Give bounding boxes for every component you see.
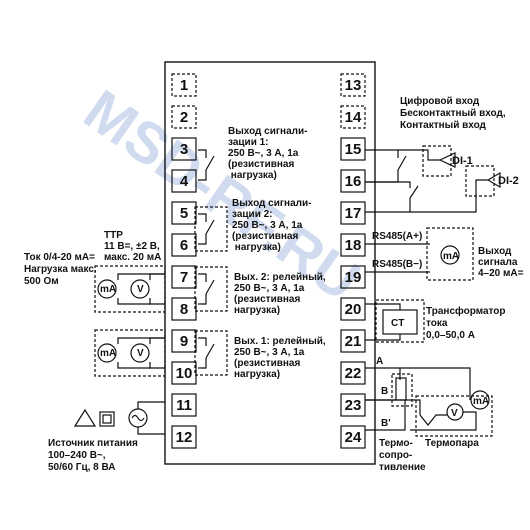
rtd-label: Термо-сопро-тивление [379,438,426,473]
terminal-label-22: 22 [345,365,362,382]
thermocouple-v-icon: V [451,408,458,419]
terminal-24 [340,425,366,449]
terminal-label-17: 17 [345,205,362,222]
terminal-16 [340,169,366,193]
terminal-3 [171,137,197,161]
digital-input-contacts [365,145,501,213]
current-transformer [365,299,425,343]
rs485a-label: RS485(A+) [372,231,422,242]
terminal-22 [340,361,366,385]
terminal-label-18: 18 [345,237,362,254]
terminal-label-14: 14 [345,109,362,126]
terminal-5 [171,201,197,225]
right-terminal-block: 13 14 15 16 17 18 19 20 21 22 23 24 [340,73,366,449]
controller-housing [164,61,376,465]
ttr-ma-icon-2: mA [100,348,116,359]
rs485-analog-wiring [365,227,474,281]
terminal-17 [340,201,366,225]
terminal-14 [340,105,366,129]
terminal-20 [340,297,366,321]
rtd-b-label: B [381,386,388,397]
rtd-b2-label: B' [381,418,391,429]
sensor-wiring [365,367,493,437]
terminal-label-7: 7 [180,269,188,286]
di1-label: DI-1 [452,155,473,167]
terminal-13 [340,73,366,97]
terminal-7 [171,265,197,289]
terminal-1 [171,73,197,97]
left-external-wiring [94,265,166,377]
watermark: MSD-RF.RU [73,77,372,313]
terminal-label-13: 13 [345,77,362,94]
terminal-18 [340,233,366,257]
rtd-a-label: A [376,356,383,367]
terminal-label-1: 1 [180,77,188,94]
out1-label: Вых. 1: релейный,250 В~, 3 А, 1а(резисти… [234,336,326,380]
terminal-10 [171,361,197,385]
terminal-label-20: 20 [345,301,362,318]
ttr-v-icon-1: V [137,284,144,295]
terminal-label-10: 10 [176,365,193,382]
alarm1-label: Выход сигнали-зации 1:250 В~, 3 А, 1а(ре… [228,126,307,181]
out2-contact [194,266,228,312]
terminal-19 [340,265,366,289]
terminal-label-23: 23 [345,397,362,414]
thermocouple-label: Термопара [425,438,479,449]
thermocouple-ma-icon: mA [473,396,489,407]
out1-contact [194,330,228,376]
terminal-2 [171,105,197,129]
terminal-label-11: 11 [176,397,192,414]
current-input-label: Ток 0/4-20 мА=Нагрузка макс.500 Ом [24,252,97,287]
terminal-label-6: 6 [180,237,188,254]
terminal-15 [340,137,366,161]
terminal-label-24: 24 [345,429,362,446]
terminal-label-8: 8 [180,301,188,318]
terminal-9 [171,329,197,353]
di2-label: DI-2 [498,175,519,187]
terminal-label-9: 9 [180,333,188,350]
ct-label: CT [391,318,404,329]
terminal-label-3: 3 [180,141,188,158]
terminal-label-4: 4 [180,173,189,190]
ttr-v-icon-2: V [137,348,144,359]
ttr-ma-icon-1: mA [100,284,116,295]
terminal-label-12: 12 [176,429,193,446]
terminal-11 [171,393,197,417]
alarm2-label: Выход сигнали-зации 2:250 В~, 3 А, 1а(ре… [232,198,311,253]
terminal-4 [171,169,197,193]
terminal-21 [340,329,366,353]
terminal-6 [171,233,197,257]
analog-out-ma-icon: mA [443,251,459,262]
terminal-label-16: 16 [345,173,362,190]
terminal-label-19: 19 [345,269,362,286]
terminal-label-15: 15 [345,141,362,158]
terminal-label-5: 5 [180,205,188,222]
power-source-wiring [73,401,165,435]
terminal-label-2: 2 [180,109,188,126]
alarm2-contact [194,206,228,252]
out2-label: Вых. 2: релейный,250 В~, 3 А, 1а(резисти… [234,272,326,316]
terminal-8 [171,297,197,321]
terminal-label-21: 21 [345,333,362,350]
rs485b-label: RS485(B−) [372,259,422,270]
terminal-23 [340,393,366,417]
alarm1-contact [198,149,215,181]
terminal-12 [171,425,197,449]
